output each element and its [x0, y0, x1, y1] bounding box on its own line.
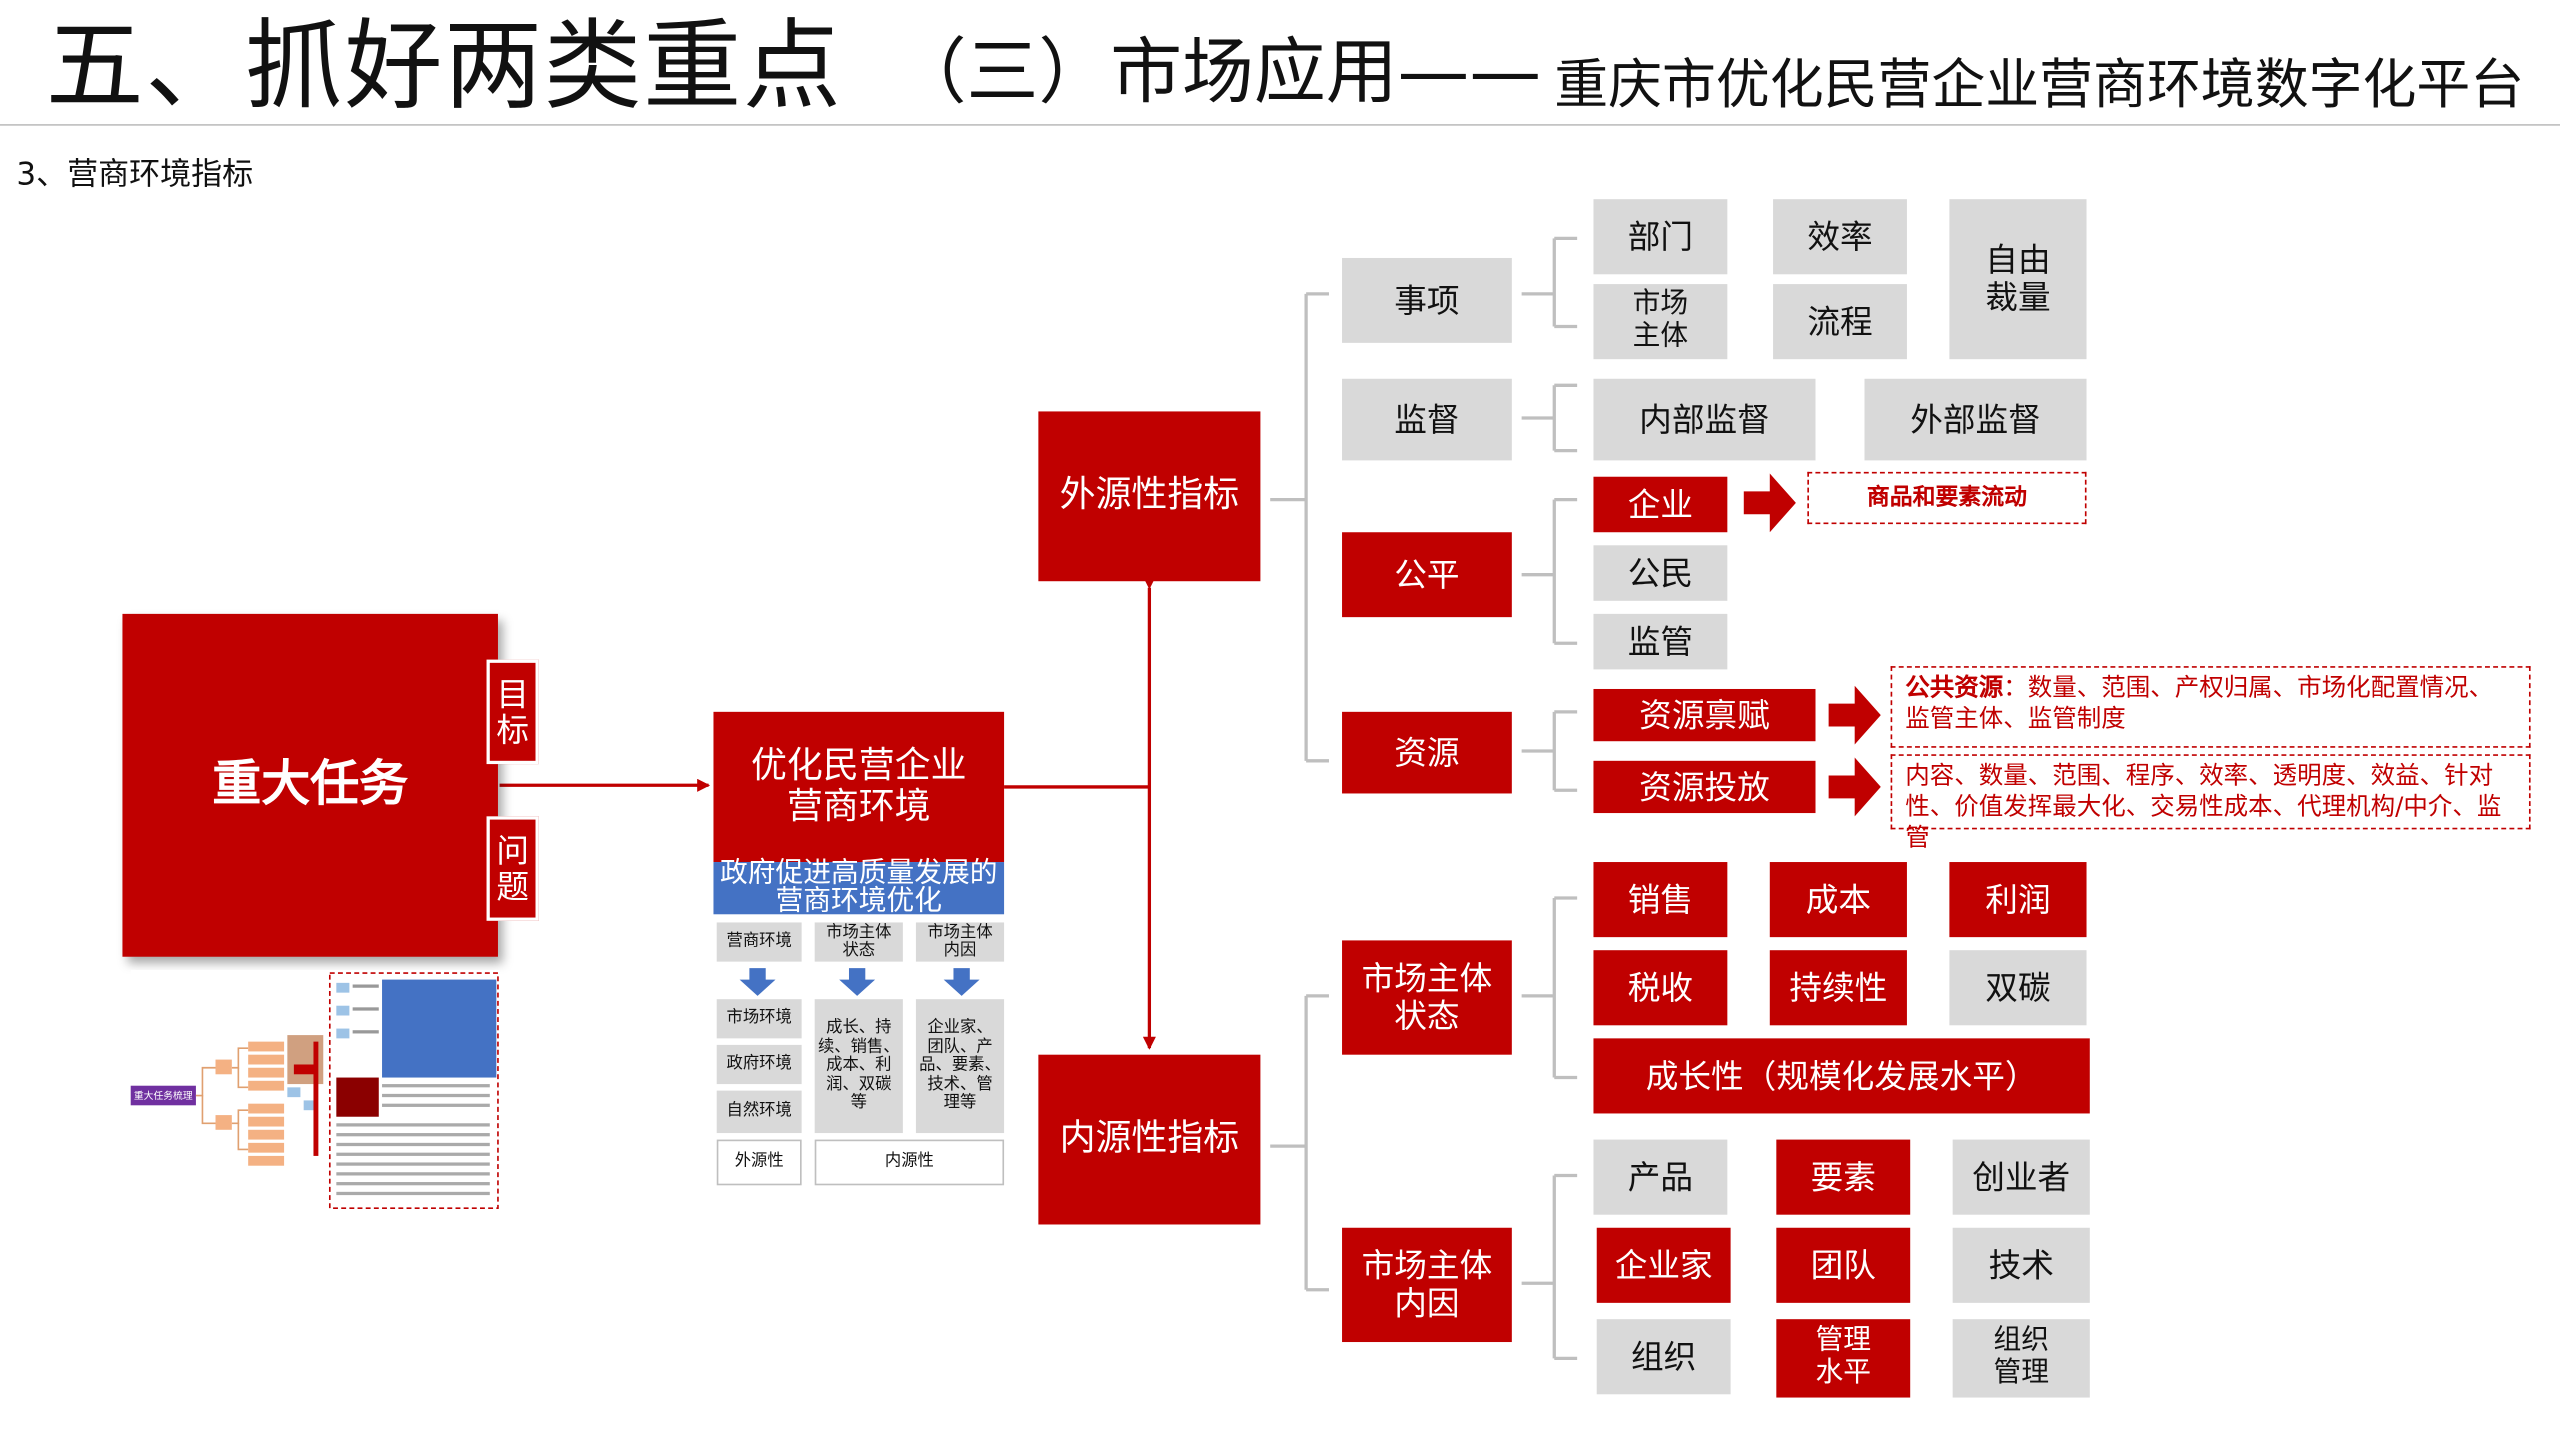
internal-indicators-box: 内源性指标: [1038, 1054, 1261, 1225]
platform-name: 重庆市优化民营企业营商环境数字化平台: [1554, 52, 2525, 116]
note-public-resources-bold: 公共资源: [1905, 672, 2004, 703]
item-external-supervision: 外部监督: [1864, 378, 2087, 461]
group-matters: 事项: [1342, 257, 1512, 343]
internal-label: 内源性: [814, 1139, 1005, 1186]
col-head-market-internal: 市场主体 内因: [915, 922, 1005, 962]
item-product: 产品: [1593, 1139, 1728, 1215]
item-management-level: 管理 水平: [1776, 1319, 1911, 1398]
slide-section-title: （三）市场应用——: [894, 31, 1542, 115]
right-arrow-icon: [1828, 757, 1881, 817]
reference-thumbnail: 重大任务梳理: [130, 969, 500, 1212]
item-organization: 组织: [1596, 1319, 1731, 1395]
item-dual-carbon: 双碳: [1949, 950, 2087, 1026]
goal-tag: 目 标: [486, 659, 539, 765]
down-arrows: [739, 968, 980, 996]
thumbnail-mindmap-root: 重大任务梳理: [133, 1090, 193, 1103]
brace-internal: [1270, 994, 1329, 1292]
item-tax: 税收: [1593, 950, 1728, 1026]
external-indicators-box: 外源性指标: [1038, 411, 1261, 582]
item-cost: 成本: [1769, 862, 1907, 938]
item-growth: 成长性（规模化发展水平）: [1593, 1038, 2090, 1114]
item-technology: 技术: [1952, 1227, 2090, 1303]
item-process: 流程: [1773, 284, 1907, 360]
item-resource-allocation: 资源投放: [1593, 760, 1816, 814]
problem-tag: 问 题: [486, 816, 539, 921]
item-founder: 创业者: [1952, 1139, 2090, 1215]
item-discretion: 自由 裁量: [1949, 199, 2087, 360]
title-divider: [0, 124, 2560, 126]
group-market-entity-state: 市场主体 状态: [1342, 940, 1512, 1055]
down-arrow-icon: [943, 968, 980, 996]
group-market-entity-internal: 市场主体 内因: [1342, 1227, 1512, 1343]
col-head-business-environment: 营商环境: [716, 922, 802, 962]
group-supervision: 监督: [1342, 378, 1512, 461]
item-market-state-detail: 成长、持 续、销售、 成本、利 润、双碳 等: [814, 999, 903, 1134]
item-organization-management: 组织 管理: [1952, 1319, 2090, 1398]
item-internal-supervision: 内部监督: [1593, 378, 1816, 461]
slide-title: 五、抓好两类重点: [45, 9, 843, 125]
right-arrow-icon: [1743, 473, 1796, 533]
item-regulation: 监管: [1593, 613, 1728, 670]
item-entrepreneur: 企业家: [1596, 1227, 1731, 1303]
down-arrow-icon: [739, 968, 776, 996]
thumbnail-image: [130, 969, 500, 1212]
item-team: 团队: [1776, 1227, 1911, 1303]
external-label: 外源性: [716, 1139, 802, 1186]
item-factor: 要素: [1776, 1139, 1911, 1215]
item-enterprise: 企业: [1593, 476, 1728, 533]
group-resources: 资源: [1342, 711, 1512, 794]
note-resource-allocation: 内容、数量、范围、程序、效率、透明度、效益、针对性、价值发挥最大化、交易性成本、…: [1890, 754, 2531, 851]
note-goods-factor-flow: 商品和要素流动: [1807, 471, 2087, 525]
item-sustainability: 持续性: [1769, 950, 1907, 1026]
item-department: 部门: [1593, 199, 1728, 275]
right-arrow-icon: [1828, 685, 1881, 745]
major-task-box: 重大任务: [122, 613, 498, 957]
group-braces: [1521, 236, 1578, 1360]
item-government-environment: 政府环境: [716, 1044, 802, 1085]
item-market-internal-detail: 企业家、 团队、产 品、要素、 技术、管 理等: [915, 999, 1005, 1134]
group-fairness: 公平: [1342, 532, 1512, 618]
optimize-business-environment-box: 优化民营企业 营商环境: [713, 711, 1005, 863]
item-sales: 销售: [1593, 862, 1728, 938]
item-profit: 利润: [1949, 862, 2087, 938]
note-public-resources-text: ：数量、范围、产权归属、市场化配置情况、监管主体、监管制度: [1905, 672, 2494, 733]
col-head-market-state: 市场主体 状态: [814, 922, 903, 962]
item-natural-environment: 自然环境: [716, 1090, 802, 1134]
government-banner: 政府促进高质量发展的 营商环境优化: [713, 860, 1005, 915]
item-market-entity: 市场 主体: [1593, 284, 1728, 360]
down-arrow-icon: [839, 968, 876, 996]
note-public-resources: 公共资源：数量、范围、产权归属、市场化配置情况、监管主体、监管制度: [1890, 666, 2531, 748]
brace-external: [1270, 292, 1329, 763]
item-market-environment: 市场环境: [716, 999, 802, 1039]
item-citizen: 公民: [1593, 545, 1728, 601]
item-efficiency: 效率: [1773, 199, 1907, 275]
item-resource-endowment: 资源禀赋: [1593, 688, 1816, 742]
subheading: 3、营商环境指标: [16, 156, 254, 193]
